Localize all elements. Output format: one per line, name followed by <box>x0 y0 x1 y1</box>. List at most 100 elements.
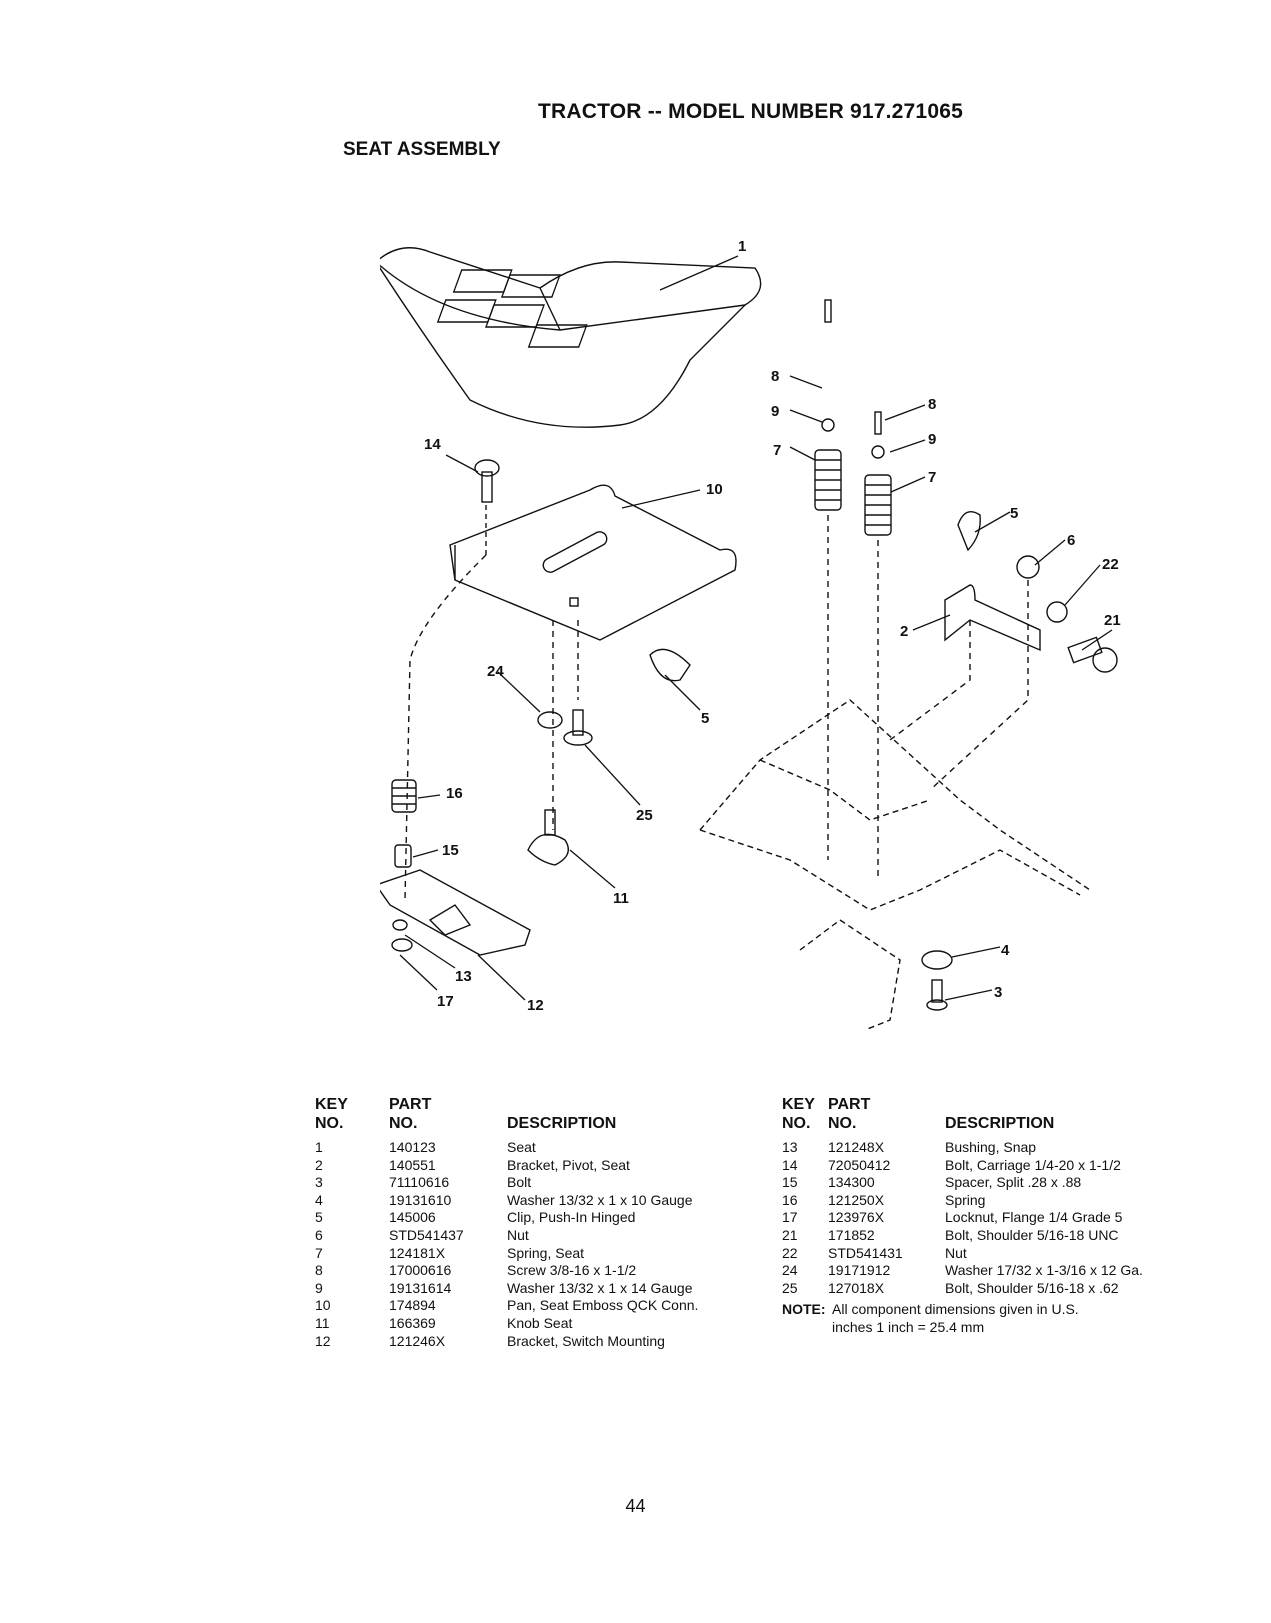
table-row: 7 124181X Spring, Seat <box>315 1245 698 1263</box>
seat-spring-left-part <box>814 299 842 860</box>
key-no-cell: 25 <box>782 1279 798 1296</box>
part-no-cell: 121250X <box>828 1191 885 1208</box>
key-no-cell: 24 <box>782 1262 798 1279</box>
key-no-cell: 21 <box>782 1226 798 1243</box>
key-no-cell: 2 <box>315 1156 323 1173</box>
description-cell: Clip, Push-In Hinged <box>507 1209 636 1226</box>
key-no-cell: 13 <box>782 1139 798 1155</box>
part-no-cell: 17000616 <box>389 1262 452 1279</box>
key-no-cell: 9 <box>315 1279 323 1296</box>
seat-spring-right-part <box>864 411 892 880</box>
callout-14: 14 <box>424 436 441 453</box>
key-no-cell: 12 <box>315 1332 331 1349</box>
description-cell: Spacer, Split .28 x .88 <box>945 1174 1082 1191</box>
callout-1: 1 <box>738 238 746 255</box>
description-cell: Nut <box>945 1244 967 1261</box>
callout-17: 17 <box>437 993 454 1010</box>
callout-8-left: 8 <box>771 368 779 385</box>
table-row: 25 127018X Bolt, Shoulder 5/16-18 x .62 <box>782 1280 1177 1298</box>
note-label: NOTE: <box>782 1301 826 1318</box>
key-no-cell: 22 <box>782 1244 798 1261</box>
nut-22-part <box>1046 601 1068 623</box>
key-no-cell: 17 <box>782 1209 798 1226</box>
spring-16-part <box>391 779 417 813</box>
carriage-bolt-part <box>474 459 500 555</box>
part-no-cell: 71110616 <box>389 1174 450 1191</box>
callout-13: 13 <box>455 968 472 985</box>
part-no-cell: 19171912 <box>828 1262 891 1279</box>
description-cell: Bolt, Shoulder 5/16-18 UNC <box>945 1226 1119 1243</box>
callout-25: 25 <box>636 807 653 824</box>
description-cell: Washer 13/32 x 1 x 14 Gauge <box>507 1279 693 1296</box>
callout-7-right: 7 <box>928 469 936 486</box>
page-title: TRACTOR -- MODEL NUMBER 917.271065 <box>538 100 963 123</box>
table-row: 17 123976X Locknut, Flange 1/4 Grade 5 <box>782 1209 1177 1227</box>
description-cell: Locknut, Flange 1/4 Grade 5 <box>945 1209 1123 1226</box>
part-no-cell: 124181X <box>389 1244 446 1261</box>
description-cell: Bracket, Pivot, Seat <box>507 1156 630 1173</box>
nut-part <box>1016 555 1040 579</box>
callout-10: 10 <box>706 481 723 498</box>
exploded-parts-diagram: 1 14 10 8 9 8 9 7 7 5 6 22 21 2 24 5 16 … <box>380 238 1121 1031</box>
key-no-cell: 14 <box>782 1156 798 1173</box>
description-cell: Pan, Seat Emboss QCK Conn. <box>507 1297 699 1314</box>
callout-5-left: 5 <box>701 710 709 727</box>
part-no-cell: 145006 <box>389 1209 436 1226</box>
description-cell: Nut <box>507 1226 529 1243</box>
table-row: 2 140551 Bracket, Pivot, Seat <box>315 1157 698 1175</box>
callout-3: 3 <box>994 984 1002 1001</box>
pivot-bracket-part <box>944 584 1041 652</box>
part-no-cell: STD541437 <box>389 1226 464 1243</box>
description-cell: Bolt, Shoulder 5/16-18 x .62 <box>945 1279 1119 1296</box>
part-no-cell: STD541431 <box>828 1244 903 1261</box>
key-no-cell: 11 <box>315 1314 330 1331</box>
description-cell: Seat <box>507 1139 536 1155</box>
knob-part <box>527 809 569 866</box>
description-cell: Spring, Seat <box>507 1244 585 1261</box>
shoulder-bolt-25-part <box>563 709 593 746</box>
clip-part <box>649 511 981 682</box>
bushing-part <box>392 919 408 931</box>
callout-22: 22 <box>1102 556 1119 573</box>
description-header: DESCRIPTION <box>507 1115 617 1132</box>
key-no-cell: 8 <box>315 1262 323 1279</box>
part-no-cell: 140551 <box>389 1156 436 1173</box>
part-no-cell: 19131614 <box>389 1279 452 1296</box>
part-no-cell: 134300 <box>828 1174 875 1191</box>
shoulder-bolt-part <box>1067 636 1118 673</box>
assembly-guide-lines <box>404 554 1029 901</box>
callout-15: 15 <box>442 842 459 859</box>
key-no-cell: 16 <box>782 1191 798 1208</box>
callout-5-right: 5 <box>1010 505 1018 522</box>
seat-pan-part <box>449 484 737 641</box>
part-no-cell: 127018X <box>828 1279 885 1296</box>
callout-9-right: 9 <box>928 431 936 448</box>
washer-24-part <box>537 711 563 729</box>
key-no-cell: 4 <box>315 1191 323 1208</box>
callout-9-left: 9 <box>771 403 779 420</box>
part-no-cell: 140123 <box>389 1139 436 1155</box>
table-row: 9 19131614 Washer 13/32 x 1 x 14 Gauge <box>315 1280 698 1298</box>
page-number: 44 <box>625 1496 646 1516</box>
table-row: 5 145006 Clip, Push-In Hinged <box>315 1209 698 1227</box>
callout-12: 12 <box>527 997 544 1014</box>
part-no-cell: 72050412 <box>828 1156 891 1173</box>
key-no-cell: 7 <box>315 1244 323 1261</box>
note-block: NOTE: All component dimensions given in … <box>782 1301 1177 1336</box>
key-no-cell: 5 <box>315 1209 323 1226</box>
part-no-cell: 123976X <box>828 1209 885 1226</box>
callout-2: 2 <box>900 623 908 640</box>
description-cell: Washer 13/32 x 1 x 10 Gauge <box>507 1191 693 1208</box>
